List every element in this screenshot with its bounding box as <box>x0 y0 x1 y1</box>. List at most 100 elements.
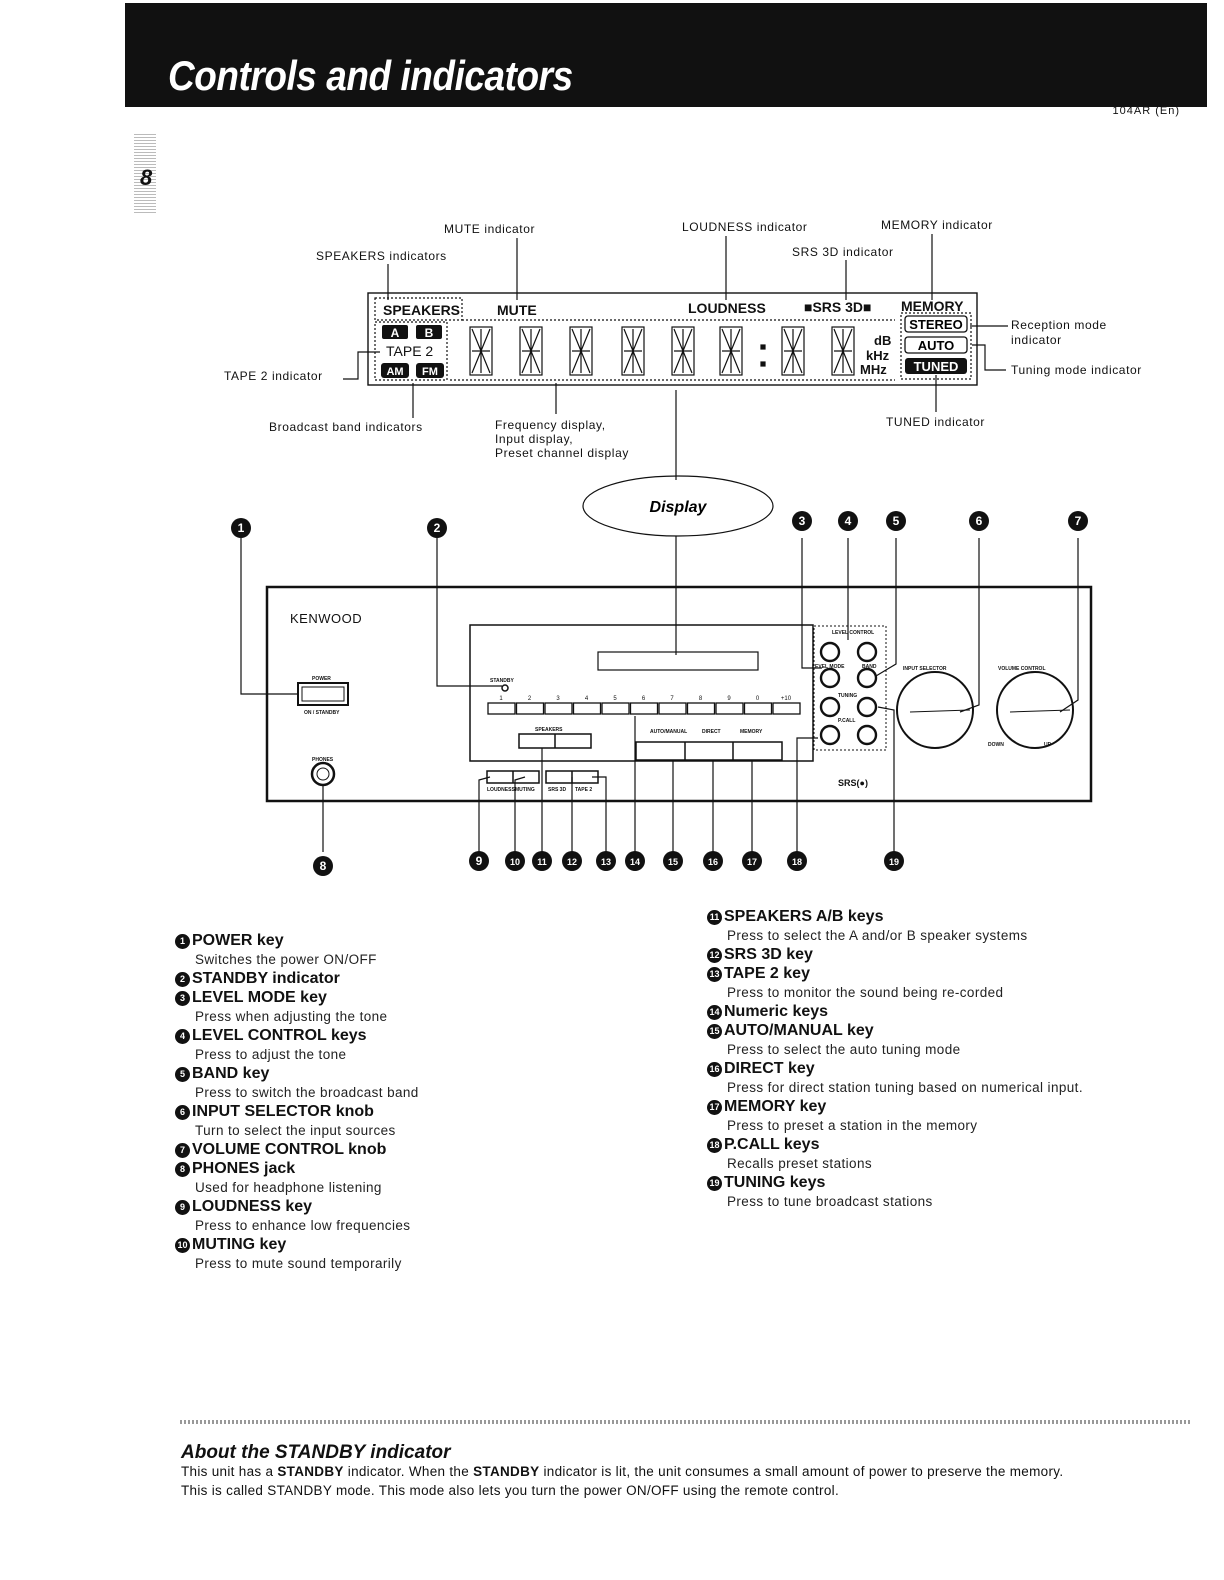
item-title-text: LOUDNESS key <box>192 1198 313 1215</box>
item-number-badge: 6 <box>175 1105 190 1120</box>
item-description: Press to select the auto tuning mode <box>727 1042 961 1057</box>
callout-16: 16 <box>703 851 723 871</box>
broadcast-band-indicators-label: Broadcast band indicators <box>269 420 423 434</box>
svg-text:6: 6 <box>976 514 983 528</box>
item-title-text: LEVEL CONTROL keys <box>192 1027 367 1044</box>
callout-2: 2 <box>427 518 447 538</box>
lcd-digit <box>831 326 855 376</box>
item-number-badge: 19 <box>707 1176 722 1191</box>
srs3d-indicator-label: SRS 3D indicator <box>792 245 894 259</box>
item-number-badge: 3 <box>175 991 190 1006</box>
numeric-key[interactable] <box>743 702 773 715</box>
lcd-segment-digits <box>469 326 855 376</box>
tuned-indicator-label: TUNED indicator <box>886 415 986 429</box>
loudness-key-label: LOUDNESS <box>487 787 515 793</box>
numeric-key[interactable] <box>658 702 687 715</box>
item-title-text: LEVEL MODE key <box>192 989 327 1006</box>
numeric-key[interactable] <box>487 702 516 715</box>
lcd-speaker-b: B <box>425 326 434 340</box>
item-title-text: TUNING keys <box>724 1174 826 1191</box>
item-number-badge: 4 <box>175 1029 190 1044</box>
item-number-badge: 10 <box>175 1238 190 1253</box>
lcd-speaker-a: A <box>391 326 400 340</box>
power-label: POWER <box>312 676 331 682</box>
reception-mode-label-1: Reception mode <box>1011 318 1107 332</box>
numeric-key-label: 7 <box>670 696 674 702</box>
item-title-text: POWER key <box>192 932 284 949</box>
numeric-key[interactable] <box>601 702 630 715</box>
muting-key-label: MUTING <box>515 787 535 793</box>
memory-indicator-label: MEMORY indicator <box>881 218 993 232</box>
numeric-key-label: 9 <box>727 696 731 702</box>
pcall-label: P.CALL <box>838 718 855 724</box>
item-title-text: AUTO/MANUAL key <box>724 1022 874 1039</box>
lcd-am: AM <box>386 366 403 378</box>
numeric-key-label: 8 <box>699 696 703 702</box>
item-description: Press when adjusting the tone <box>195 1009 388 1024</box>
lcd-mhz: MHz <box>860 362 887 377</box>
brand-logo: KENWOOD <box>290 611 362 626</box>
numeric-key[interactable] <box>515 702 545 715</box>
note-line-2: This is called STANDBY mode. This mode a… <box>181 1483 840 1498</box>
speakers-keys-label: SPEAKERS <box>535 727 563 733</box>
numeric-key-label: 0 <box>756 696 760 702</box>
numeric-key-label: 4 <box>585 696 589 702</box>
lcd-db: dB <box>874 333 891 348</box>
svg-text:9: 9 <box>476 854 483 868</box>
lcd-khz: kHz <box>866 348 890 363</box>
callout-3: 3 <box>792 511 812 531</box>
svg-text:13: 13 <box>601 857 611 867</box>
numeric-key[interactable] <box>686 702 716 715</box>
item-number-badge: 15 <box>707 1024 722 1039</box>
svg-text:11: 11 <box>537 857 547 867</box>
doc-code: 104AR (En) <box>1112 105 1180 117</box>
item-description: Switches the power ON/OFF <box>195 952 377 967</box>
lcd-digit <box>719 326 743 376</box>
item-number-badge: 12 <box>707 948 722 963</box>
svg-text:16: 16 <box>708 857 718 867</box>
note-title: About the STANDBY indicator <box>181 1442 451 1463</box>
callout-11: 11 <box>532 851 552 871</box>
item-title-text: STANDBY indicator <box>192 970 340 987</box>
numeric-key[interactable] <box>629 702 659 715</box>
auto-manual-label: AUTO/MANUAL <box>650 729 687 735</box>
lcd-tuned: TUNED <box>914 359 959 374</box>
item-number-badge: 18 <box>707 1138 722 1153</box>
note-text: This unit has a STANDBY indicator. When … <box>181 1464 1064 1498</box>
on-standby-label: ON / STANDBY <box>304 710 340 716</box>
callout-14: 14 <box>625 851 645 871</box>
numeric-key[interactable] <box>544 702 573 715</box>
item-number-badge: 1 <box>175 934 190 949</box>
item-description: Press to select the A and/or B speaker s… <box>727 928 1028 943</box>
callout-8: 8 <box>313 856 333 876</box>
item-description: Turn to select the input sources <box>195 1123 396 1138</box>
srs3d-key-label: SRS 3D <box>548 787 566 793</box>
svg-text:4: 4 <box>845 514 852 528</box>
tape2-indicator-label: TAPE 2 indicator <box>224 369 323 383</box>
callout-5: 5 <box>886 511 906 531</box>
numeric-key[interactable] <box>572 702 602 715</box>
numeric-key[interactable] <box>772 702 801 715</box>
lcd-colon-dot <box>760 361 766 367</box>
numeric-key[interactable] <box>715 702 744 715</box>
numeric-key-label: +10 <box>781 696 792 702</box>
